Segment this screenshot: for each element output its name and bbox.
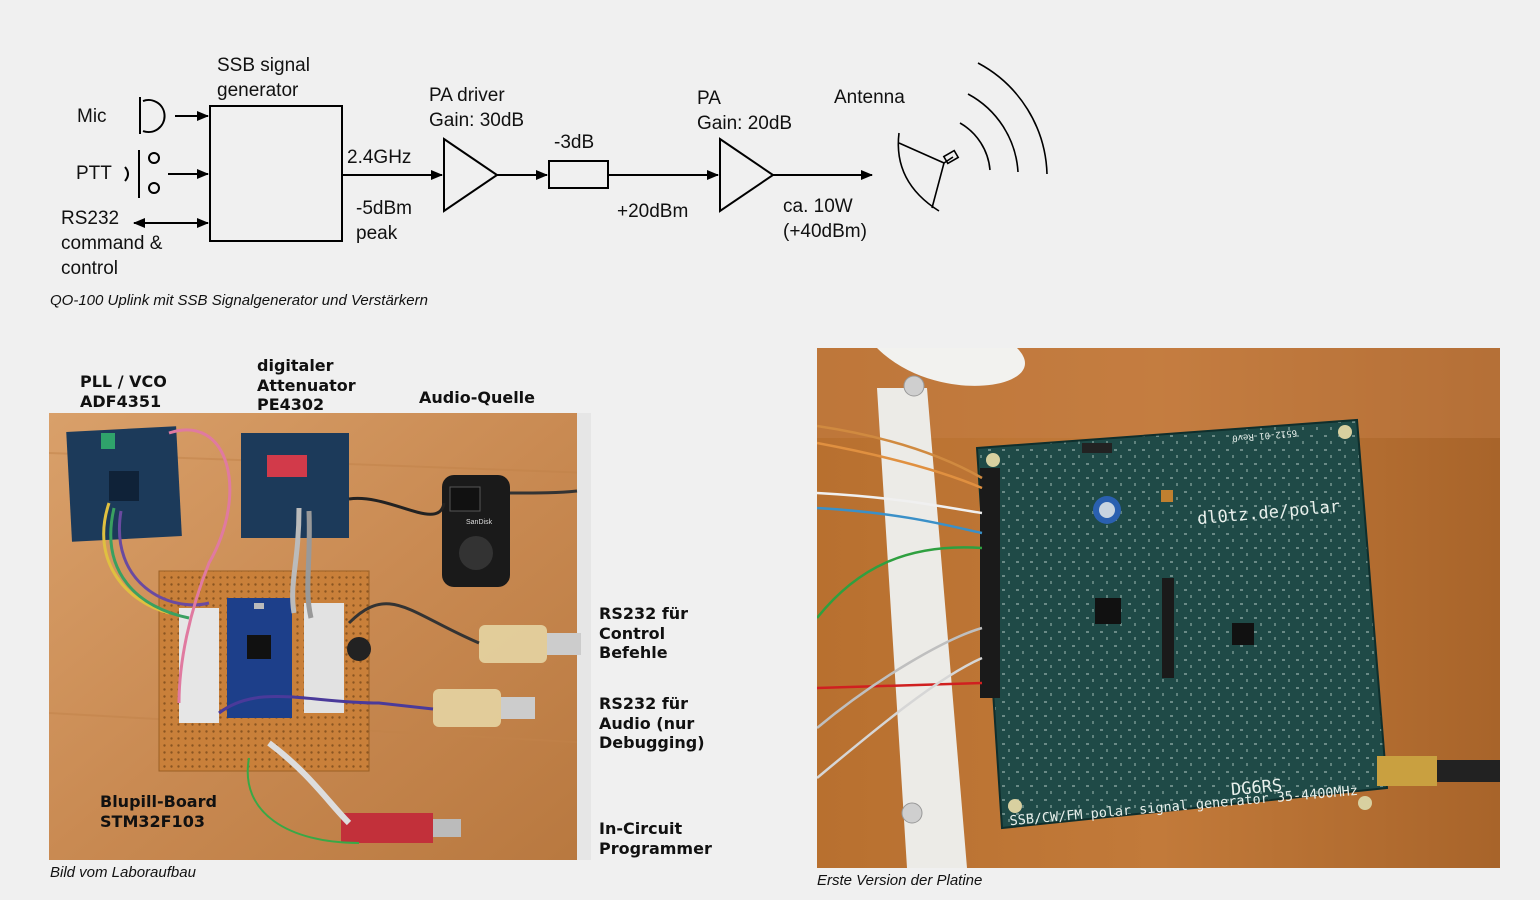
audio-source-label: Audio-Quelle: [419, 388, 536, 407]
attenuator-photo-label: digitaler Attenuator PE4302: [257, 356, 356, 414]
rs232-audio-label: RS232 für Audio (nur Debugging): [599, 694, 705, 752]
pcb-photo-caption: Erste Version der Platine: [817, 872, 983, 889]
diagram-caption: QO-100 Uplink mit SSB Signalgenerator un…: [50, 292, 428, 309]
pa-amplifier: [719, 137, 775, 213]
block-diagram: [124, 62, 1048, 242]
frequency-label: 2.4GHz: [347, 147, 412, 168]
lab-setup-photo: SanDisk: [49, 413, 591, 860]
rs232-label: RS232 command & control: [61, 208, 163, 279]
pcb-photo: dl0tz.de/polar 6512-01 Rev0 DG6RS SSB/CW…: [817, 348, 1500, 868]
ptt-label: PTT: [76, 163, 112, 184]
bluepill-label: Blupill-Board STM32F103: [100, 792, 217, 831]
generator-power-label: -5dBm peak: [356, 198, 412, 244]
ptt-switch-icon: [124, 150, 160, 198]
antenna-dish-icon: [897, 62, 1048, 212]
attenuator-label: -3dB: [554, 132, 595, 153]
rs232-control-label: RS232 für Control Befehle: [599, 604, 689, 662]
mid-power-label: +20dBm: [617, 201, 689, 222]
programmer-label: In-Circuit Programmer: [599, 819, 712, 858]
pa-driver-label: PA driver Gain: 30dB: [429, 85, 525, 131]
antenna-label: Antenna: [834, 87, 905, 108]
mic-label: Mic: [77, 106, 107, 127]
attenuator-block: [548, 160, 609, 189]
output-power-label: ca. 10W (+40dBm): [783, 196, 867, 242]
microphone-icon: [139, 97, 166, 134]
generator-block: [209, 105, 343, 242]
pll-label: PLL / VCO ADF4351: [80, 372, 167, 411]
lab-photo-caption: Bild vom Laboraufbau: [50, 864, 196, 881]
pa-driver-amplifier: [443, 137, 499, 213]
generator-label: SSB signal generator: [217, 55, 310, 101]
sandisk-label: SanDisk: [466, 519, 493, 526]
pa-label: PA Gain: 20dB: [697, 88, 793, 134]
